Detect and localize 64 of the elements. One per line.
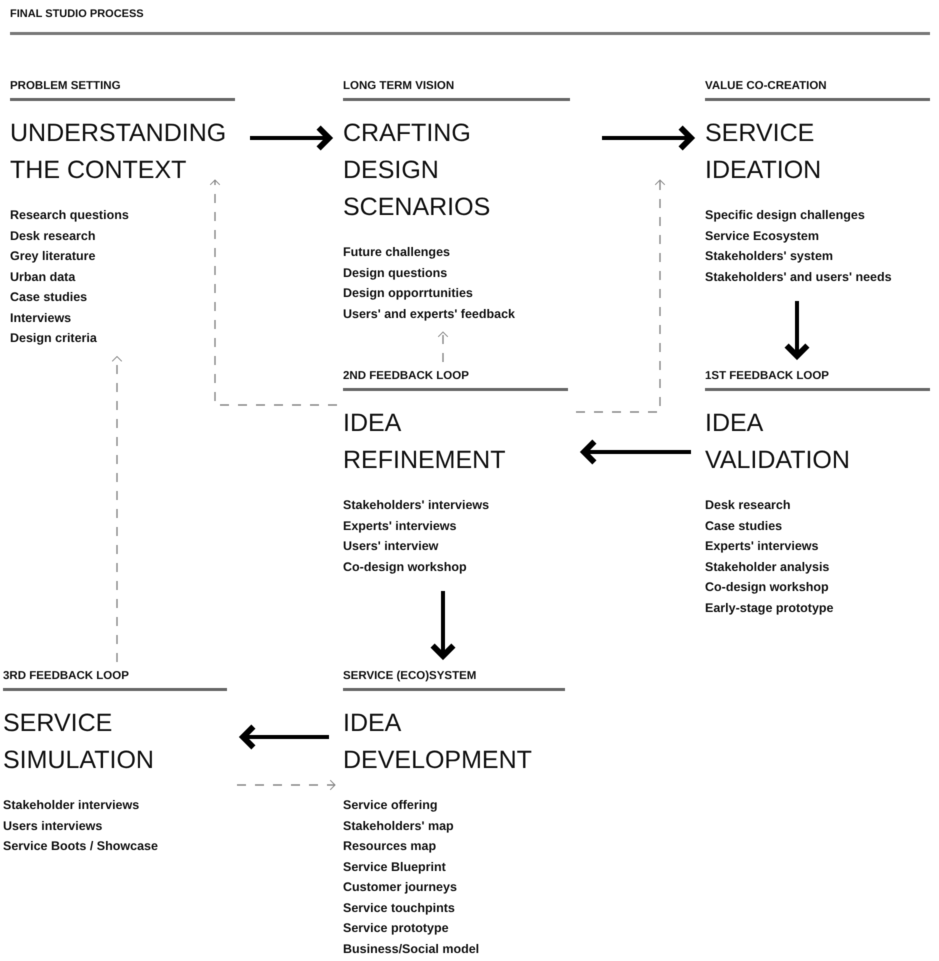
method-item: Design opporrtunities: [343, 285, 474, 302]
arrow: [581, 438, 691, 466]
stage-heading: LONG TERM VISION: [343, 80, 570, 101]
method-item: Co-design workshop: [343, 558, 468, 576]
feedback-arrow: [438, 332, 448, 362]
method-item: Grey literature: [10, 248, 96, 265]
feedback-arrow: [112, 356, 122, 662]
method-item: Stakeholders' map: [343, 818, 455, 835]
arrow: [784, 301, 810, 359]
method-item: Resources map: [343, 838, 438, 855]
method-item: Users interviews: [3, 818, 104, 834]
method-item: Service Blueprint: [343, 858, 447, 876]
method-item: Stakeholder analysis: [705, 558, 830, 576]
method-item: Users' interview: [343, 538, 440, 555]
method-item: Research questions: [10, 207, 130, 224]
method-item: Interviews: [10, 310, 72, 326]
stage-heading: PROBLEM SETTING: [10, 80, 235, 101]
arrow: [602, 124, 694, 152]
feedback-arrow: [210, 180, 337, 406]
method-item: Service offering: [343, 797, 438, 814]
method-item: Business/Social model: [343, 940, 480, 958]
arrow: [430, 591, 456, 659]
feedback-arrow: [576, 180, 666, 413]
method-item: Future challenges: [343, 244, 451, 261]
method-item: Experts' interviews: [705, 538, 820, 555]
method-item: Experts' interviews: [343, 518, 458, 535]
stage-heading: 1ST FEEDBACK LOOP: [705, 370, 930, 391]
process-stage: [705, 370, 933, 618]
method-item: Service Ecosystem: [705, 228, 820, 245]
method-item: Stakeholders' and users' needs: [705, 268, 893, 286]
method-item: Service Boots / Showcase: [3, 838, 159, 855]
feedback-arrow: [237, 780, 336, 790]
method-item: Design questions: [343, 264, 448, 282]
stage-title: IDEA VALIDATION: [705, 408, 851, 476]
method-item: Service touchpints: [343, 900, 456, 917]
method-item: Users' and experts' feedback: [343, 306, 516, 323]
stage-heading: SERVICE (ECO)SYSTEM: [343, 670, 565, 691]
method-item: Desk research: [10, 228, 96, 244]
method-item: Case studies: [705, 518, 784, 534]
process-stage: [343, 370, 570, 577]
arrow: [250, 124, 332, 152]
method-item: Desk research: [705, 497, 792, 514]
diagram-title: FINAL STUDIO PROCESS: [10, 8, 144, 20]
method-item: Early-stage prototype: [705, 600, 835, 617]
stage-title: SERVICE IDEATION: [705, 118, 822, 186]
method-item: Design criteria: [10, 330, 98, 347]
stage-title: IDEA DEVELOPMENT: [343, 708, 533, 776]
stage-title: IDEA REFINEMENT: [343, 408, 506, 476]
arrow: [240, 724, 329, 750]
stage-title: UNDERSTANDING THE CONTEXT: [10, 118, 228, 186]
method-item: Stakeholders' system: [705, 248, 834, 265]
method-item: Urban data: [10, 268, 76, 286]
stage-heading: 2ND FEEDBACK LOOP: [343, 370, 568, 391]
stage-heading: VALUE CO-CREATION: [705, 80, 930, 101]
method-item: Service prototype: [343, 920, 450, 937]
method-item: Customer journeys: [343, 879, 458, 896]
method-item: Specific design challenges: [705, 207, 866, 224]
method-item: Stakeholder interviews: [3, 797, 140, 814]
stage-heading: 3RD FEEDBACK LOOP: [3, 670, 227, 691]
method-item: Case studies: [10, 289, 88, 306]
stage-title: CRAFTING DESIGN SCENARIOS: [343, 118, 492, 223]
method-item: Stakeholders' interviews: [343, 497, 490, 514]
method-item: Co-design workshop: [705, 579, 830, 596]
stage-title: SERVICE SIMULATION: [3, 708, 155, 776]
